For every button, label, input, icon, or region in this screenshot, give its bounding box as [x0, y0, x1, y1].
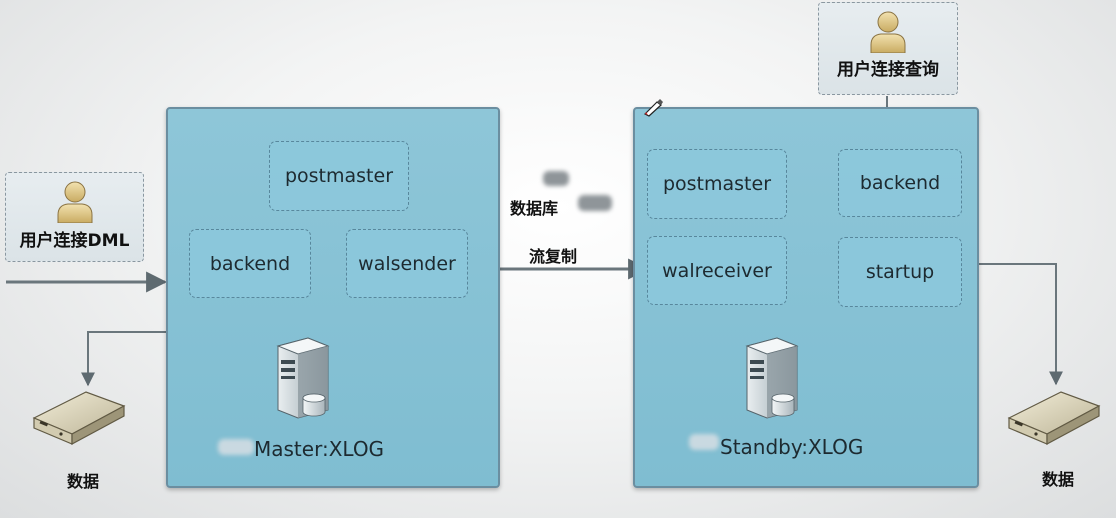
standby-postmaster-box: postmaster	[647, 149, 787, 219]
right-data-label: 数据	[1042, 470, 1075, 489]
standby-xlog-server-icon	[745, 337, 799, 419]
user-icon	[57, 181, 92, 223]
replication-blur-top	[543, 171, 569, 186]
master-caption-blur	[218, 439, 254, 455]
standby-startup-box: startup	[838, 237, 962, 307]
disk-icon	[1007, 391, 1101, 446]
master-walsender-box: walsender	[346, 229, 468, 298]
standby-walreceiver-box: walreceiver	[647, 236, 787, 305]
master-postmaster-box: postmaster	[269, 141, 409, 211]
left-data-label: 数据	[67, 472, 100, 491]
standby-backend-box: backend	[838, 149, 962, 217]
user-dml-label: 用户连接DML	[19, 231, 130, 251]
user-query-box: 用户连接查询	[818, 2, 958, 95]
standby-caption: Standby:XLOG	[720, 435, 864, 459]
replication-label-line1: 数据库	[510, 199, 559, 218]
user-dml-box: 用户连接DML	[5, 172, 144, 262]
user-query-label: 用户连接查询	[837, 60, 939, 80]
master-caption: Master:XLOG	[254, 437, 385, 461]
master-xlog-server-icon	[276, 337, 330, 419]
user-icon	[870, 11, 906, 53]
replication-label-line2: 流复制	[529, 247, 578, 266]
standby-caption-blur	[689, 434, 719, 450]
master-backend-box: backend	[189, 229, 311, 298]
disk-icon	[32, 391, 126, 446]
pen-cursor-icon	[643, 99, 663, 117]
replication-blur-right	[578, 195, 612, 211]
